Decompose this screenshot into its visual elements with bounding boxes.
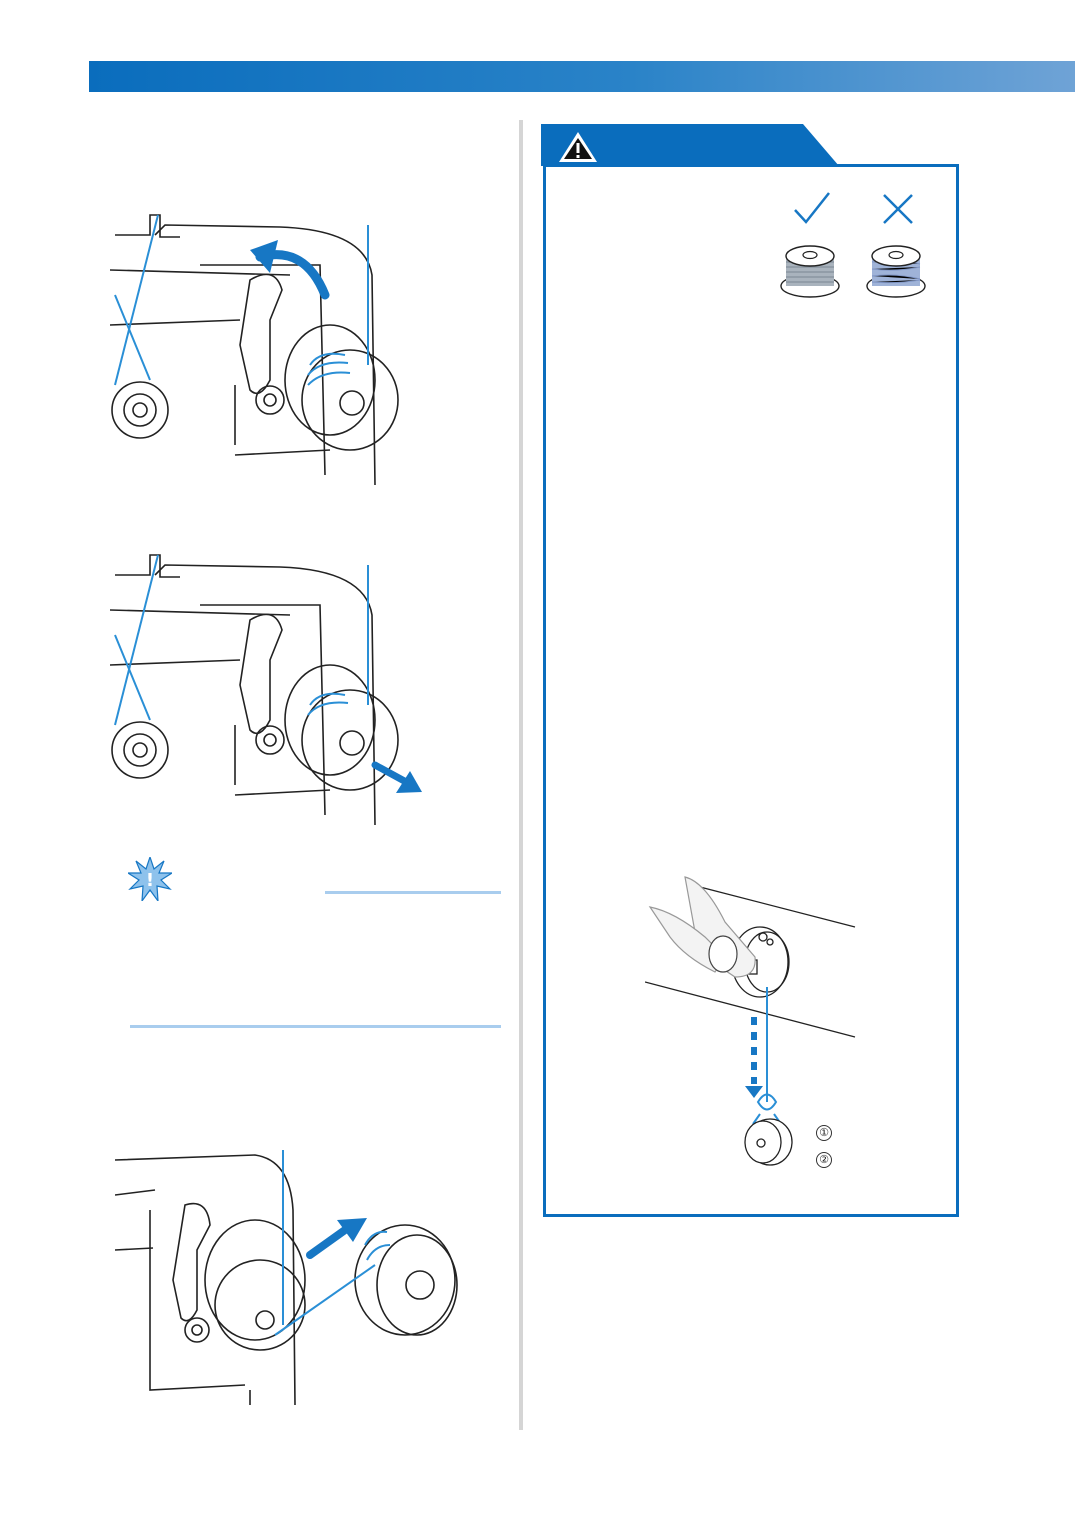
svg-text:!: ! [146, 870, 154, 891]
note-rule-bottom [130, 1025, 501, 1028]
cross-icon [881, 192, 915, 231]
note-rule-top [325, 891, 501, 894]
caution-box [543, 164, 959, 1217]
bobbin-correct-figure [778, 236, 842, 300]
callout-label-2: ② [816, 1152, 832, 1168]
bobbin-winder-figure-1 [110, 205, 410, 490]
bobbin-winder-figure-2 [110, 545, 430, 830]
callout-label-1: ① [816, 1125, 832, 1141]
bobbin-separated-figure [115, 1150, 460, 1410]
checkmark-icon [792, 190, 832, 231]
warning-triangle-icon [559, 132, 597, 162]
bobbin-case-figure [645, 862, 865, 1182]
header-band [89, 61, 1075, 92]
caution-header-tab [541, 124, 841, 166]
note-starburst-icon: ! [125, 855, 175, 904]
column-divider [519, 120, 523, 1430]
bobbin-incorrect-figure [864, 236, 928, 300]
